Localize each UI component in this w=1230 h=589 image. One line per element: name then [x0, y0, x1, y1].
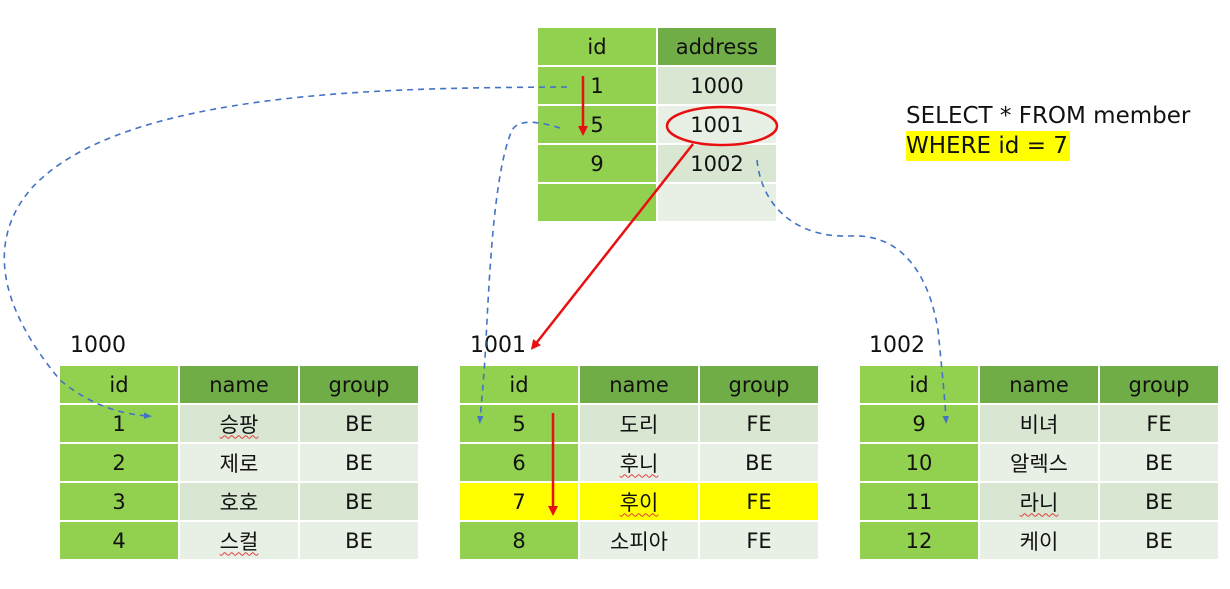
page-header-row: id name group	[860, 366, 1218, 403]
id-cell: 7	[460, 483, 578, 520]
table-row: 6 후니 BE	[460, 444, 818, 481]
id-cell: 12	[860, 522, 978, 559]
group-cell: FE	[1100, 405, 1218, 442]
index-header-row: id address	[538, 28, 776, 65]
name-text: 비녀	[1019, 412, 1059, 437]
id-cell: 2	[60, 444, 178, 481]
header-group: group	[1100, 366, 1218, 403]
name-text: 소피아	[610, 529, 668, 554]
name-cell: 도리	[580, 405, 698, 442]
group-cell: BE	[300, 405, 418, 442]
page-header-row: id name group	[60, 366, 418, 403]
name-text: 케이	[1019, 529, 1059, 554]
index-address-cell: 1000	[658, 67, 776, 104]
pointer-arrow-1001	[477, 121, 561, 424]
name-cell: 라니	[980, 483, 1098, 520]
group-cell: BE	[300, 483, 418, 520]
id-cell: 8	[460, 522, 578, 559]
address-jump-arrow	[530, 143, 694, 350]
name-text: 라니	[1019, 490, 1059, 515]
id-cell: 3	[60, 483, 178, 520]
table-row: 10 알렉스 BE	[860, 444, 1218, 481]
index-table: id address 1 1000 5 1001 9 1002	[536, 26, 778, 223]
id-cell: 10	[860, 444, 978, 481]
index-header-id: id	[538, 28, 656, 65]
page-address-label: 1001	[470, 333, 526, 358]
name-text: 제로	[219, 451, 259, 476]
table-row: 5 도리 FE	[460, 405, 818, 442]
name-text: 스컬	[219, 529, 259, 554]
name-text: 도리	[619, 412, 659, 437]
name-text: 알렉스	[1010, 451, 1068, 476]
group-cell: FE	[700, 522, 818, 559]
name-text: 후이	[619, 490, 659, 515]
name-cell: 소피아	[580, 522, 698, 559]
header-name: name	[180, 366, 298, 403]
header-id: id	[860, 366, 978, 403]
name-cell: 승팡	[180, 405, 298, 442]
index-row: 1 1000	[538, 67, 776, 104]
name-text: 후니	[619, 451, 659, 476]
group-cell: BE	[1100, 483, 1218, 520]
table-row: 9 비녀 FE	[860, 405, 1218, 442]
page-address-label: 1000	[70, 333, 126, 358]
group-cell: BE	[300, 444, 418, 481]
index-address-cell	[658, 184, 776, 221]
id-cell: 9	[860, 405, 978, 442]
sql-line-where: WHERE id = 7	[906, 131, 1070, 161]
pointer-arrow-1002	[756, 159, 949, 424]
name-cell: 알렉스	[980, 444, 1098, 481]
header-name: name	[980, 366, 1098, 403]
data-page-1002: id name group 9 비녀 FE 10 알렉스 BE 11 라니 BE…	[858, 364, 1220, 561]
index-header-address: address	[658, 28, 776, 65]
selected-address-ellipse	[665, 105, 779, 147]
group-cell: BE	[1100, 522, 1218, 559]
pointer-arrow-1000	[3, 86, 568, 419]
sql-query: SELECT * FROM member WHERE id = 7	[906, 101, 1190, 161]
group-cell: BE	[700, 444, 818, 481]
header-group: group	[300, 366, 418, 403]
header-id: id	[460, 366, 578, 403]
header-group: group	[700, 366, 818, 403]
group-cell: BE	[300, 522, 418, 559]
sql-line-select: SELECT * FROM member	[906, 103, 1191, 129]
name-text: 호호	[219, 490, 259, 515]
header-id: id	[60, 366, 178, 403]
group-cell: FE	[700, 405, 818, 442]
group-cell: BE	[1100, 444, 1218, 481]
index-id-cell: 1	[538, 67, 656, 104]
index-id-cell: 5	[538, 106, 656, 143]
page-header-row: id name group	[460, 366, 818, 403]
id-cell: 11	[860, 483, 978, 520]
name-cell: 후니	[580, 444, 698, 481]
name-cell: 비녀	[980, 405, 1098, 442]
name-cell: 제로	[180, 444, 298, 481]
name-cell: 케이	[980, 522, 1098, 559]
table-row-highlighted: 7 후이 FE	[460, 483, 818, 520]
id-cell: 6	[460, 444, 578, 481]
index-row: 5 1001	[538, 106, 776, 143]
table-row: 2 제로 BE	[60, 444, 418, 481]
name-cell: 스컬	[180, 522, 298, 559]
table-row: 12 케이 BE	[860, 522, 1218, 559]
id-cell: 4	[60, 522, 178, 559]
table-row: 4 스컬 BE	[60, 522, 418, 559]
name-cell: 호호	[180, 483, 298, 520]
group-cell: FE	[700, 483, 818, 520]
table-row: 1 승팡 BE	[60, 405, 418, 442]
table-row: 11 라니 BE	[860, 483, 1218, 520]
page-address-label: 1002	[869, 333, 925, 358]
index-row	[538, 184, 776, 221]
name-cell: 후이	[580, 483, 698, 520]
name-text: 승팡	[219, 412, 259, 437]
data-page-1001: id name group 5 도리 FE 6 후니 BE 7 후이 FE 8 …	[458, 364, 820, 561]
data-page-1000: id name group 1 승팡 BE 2 제로 BE 3 호호 BE 4 …	[58, 364, 420, 561]
header-name: name	[580, 366, 698, 403]
table-row: 3 호호 BE	[60, 483, 418, 520]
table-row: 8 소피아 FE	[460, 522, 818, 559]
index-row: 9 1002	[538, 145, 776, 182]
index-id-cell: 9	[538, 145, 656, 182]
